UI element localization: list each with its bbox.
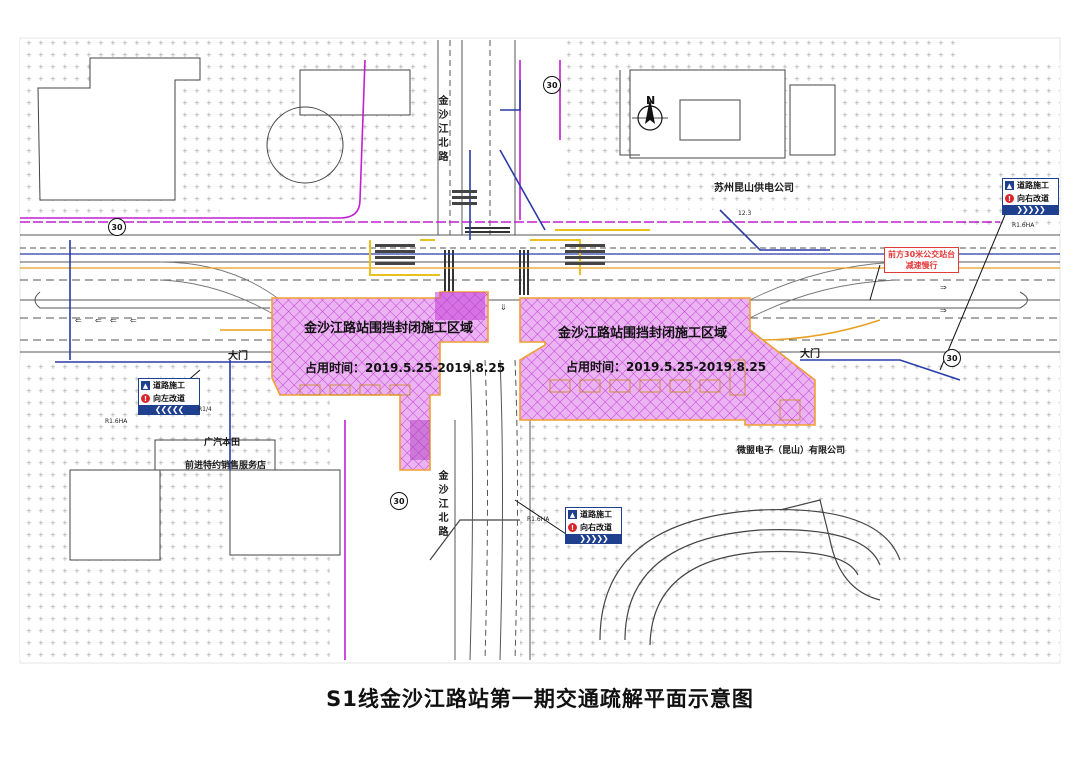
- zone-west-name: 金沙江路站围挡封闭施工区域: [304, 321, 474, 336]
- road-code: R1.6HA: [105, 418, 128, 425]
- svg-text:⇐: ⇐: [110, 316, 117, 325]
- chevron-right-icon: ❯❯❯❯❯: [1003, 205, 1058, 214]
- road-code: R1.6HA: [527, 516, 550, 523]
- detour-sign-east: ▲道路施工 !向右改道 ❯❯❯❯❯: [1002, 178, 1059, 215]
- detour-sign-west: ▲道路施工 !向左改道 ❮❮❮❮❮: [138, 378, 200, 415]
- diversion-lanes: [120, 261, 901, 319]
- construction-zone-west: [271, 291, 489, 471]
- zone-east-period: 占用时间：2019.5.25-2019.8.25: [566, 360, 767, 374]
- map-title: S1线金沙江路站第一期交通疏解平面示意图: [326, 687, 754, 711]
- speed-limit-icon: 30: [108, 218, 126, 236]
- gate-east: 大门: [800, 349, 820, 360]
- detour-sign-south: ▲道路施工 !向右改道 ❯❯❯❯❯: [565, 507, 622, 544]
- zone-west-period: 占用时间：2019.5.25-2019.8.25: [305, 361, 506, 375]
- curved-building: [429, 499, 901, 646]
- gate-west: 大门: [228, 351, 248, 362]
- svg-text:⇐: ⇐: [75, 316, 82, 325]
- bus-stop-warning: 前方30米公交站台 减速慢行: [884, 247, 960, 273]
- svg-text:⇒: ⇒: [940, 283, 947, 292]
- chevron-right-icon: ❯❯❯❯❯: [566, 534, 621, 543]
- no-entry-icon: !: [1005, 194, 1014, 203]
- road-work-icon: ▲: [1005, 181, 1014, 190]
- elevation-label: 12.3: [738, 210, 752, 217]
- construction-zone-east: [519, 297, 816, 426]
- road-code: R1.6HA: [1012, 222, 1035, 229]
- no-entry-icon: !: [568, 523, 577, 532]
- place-gac-line1: 广汽本田: [204, 438, 241, 448]
- buildings: [37, 57, 836, 561]
- road-name-south: 金沙江北路: [436, 470, 447, 540]
- place-power-company: 苏州昆山供电公司: [714, 183, 794, 194]
- speed-limit-icon: 30: [543, 76, 561, 94]
- speed-limit-icon: 30: [943, 349, 961, 367]
- lane-text-blocks: [375, 190, 605, 265]
- zone-east-name: 金沙江路站围挡封闭施工区域: [558, 326, 728, 341]
- road-work-icon: ▲: [568, 510, 577, 519]
- svg-text:⇐: ⇐: [95, 316, 102, 325]
- speed-limit-icon: 30: [390, 492, 408, 510]
- svg-text:⇒: ⇒: [940, 306, 947, 315]
- no-entry-icon: !: [141, 394, 150, 403]
- north-label: N: [646, 94, 656, 107]
- svg-text:⇐: ⇐: [130, 316, 137, 325]
- road-work-icon: ▲: [141, 381, 150, 390]
- svg-text:⇓: ⇓: [500, 303, 507, 312]
- chevron-left-icon: ❮❮❮❮❮: [139, 405, 199, 414]
- pipelines: [20, 59, 1060, 660]
- place-gac-line2: 前进特约销售服务店: [185, 461, 267, 471]
- crosswalks: [444, 227, 529, 295]
- north-arrow-icon: [632, 98, 668, 131]
- road-name-north: 金沙江北路: [436, 95, 447, 165]
- sign-code: R1/4: [198, 406, 212, 413]
- place-weiying: 微盟电子（昆山）有限公司: [737, 446, 846, 456]
